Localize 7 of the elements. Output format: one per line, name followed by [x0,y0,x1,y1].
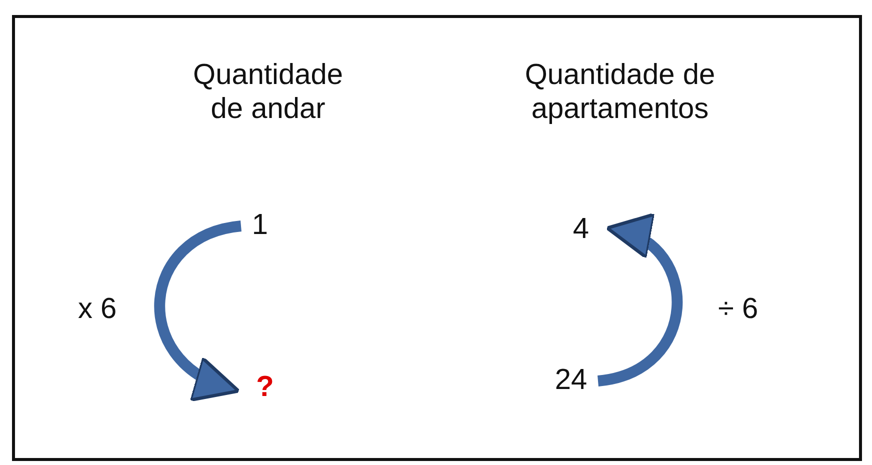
question-mark: ? [250,370,280,406]
column-heading: Quantidade de apartamentos [524,58,716,126]
number-value: 4 [566,212,596,248]
number-value: 24 [548,363,594,399]
number-value: 1 [245,208,275,244]
curved-arrow [154,220,242,398]
column-heading: Quantidade de andar [192,58,344,126]
